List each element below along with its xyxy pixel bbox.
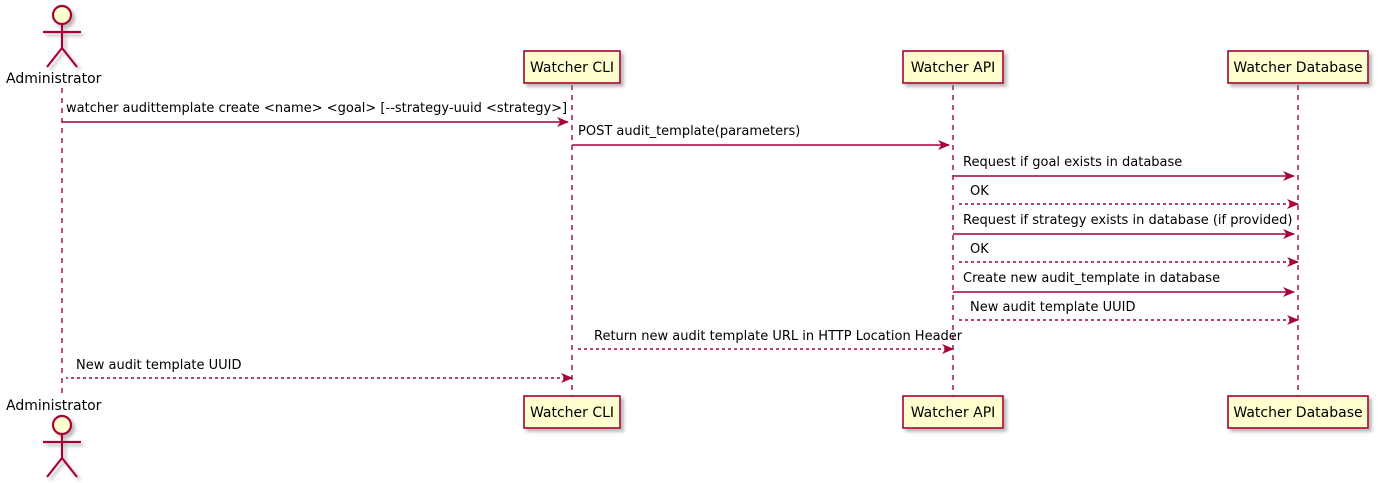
- message-label: Return new audit template URL in HTTP Lo…: [594, 329, 963, 344]
- message-5-request-strategy-exists[interactable]: Request if strategy exists in database (…: [953, 213, 1295, 239]
- actor-label-administrator-top: Administrator: [6, 71, 102, 87]
- participant-watcher-api-bottom[interactable]: Watcher API: [902, 395, 1004, 429]
- actor-right-leg-line: [61, 457, 78, 478]
- participant-box: [1227, 395, 1369, 429]
- message-label: New audit template UUID: [970, 300, 1135, 315]
- participant-label: Watcher Database: [1233, 405, 1362, 421]
- message-label: OK: [970, 184, 989, 199]
- message-label: OK: [970, 242, 989, 257]
- actor-right-leg-line: [61, 47, 78, 68]
- message-3-request-goal-exists[interactable]: Request if goal exists in database: [953, 155, 1295, 181]
- message-label: New audit template UUID: [76, 358, 241, 373]
- message-label: watcher audittemplate create <name> <goa…: [66, 101, 567, 116]
- actor-label-administrator-bottom: Administrator: [6, 398, 102, 414]
- actor-head-icon: [51, 4, 73, 26]
- message-2-post-audit-template[interactable]: POST audit_template(parameters): [572, 124, 950, 150]
- message-9-return-location-header[interactable]: Return new audit template URL in HTTP Lo…: [576, 329, 963, 354]
- message-6-ok-strategy[interactable]: OK: [957, 242, 1299, 267]
- participant-label: Watcher API: [911, 405, 996, 421]
- participant-box: [523, 50, 621, 84]
- actor-head-icon: [51, 414, 73, 436]
- participant-watcher-database-top[interactable]: Watcher Database: [1227, 50, 1369, 84]
- message-4-ok-goal[interactable]: OK: [957, 184, 1299, 209]
- participant-watcher-api-top[interactable]: Watcher API: [902, 50, 1004, 84]
- participant-box: [1227, 50, 1369, 84]
- participant-label: Watcher API: [911, 60, 996, 76]
- participant-label: Watcher CLI: [530, 405, 614, 421]
- participant-watcher-database-bottom[interactable]: Watcher Database: [1227, 395, 1369, 429]
- message-7-create-audit-template[interactable]: Create new audit_template in database: [953, 271, 1295, 297]
- actor-left-leg-line: [46, 47, 63, 68]
- participant-watcher-cli-bottom[interactable]: Watcher CLI: [523, 395, 621, 429]
- actor-administrator-bottom[interactable]: [43, 414, 81, 478]
- message-10-new-audit-template-uuid[interactable]: New audit template UUID: [66, 358, 573, 383]
- participant-box: [902, 395, 1004, 429]
- participant-label: Watcher CLI: [530, 60, 614, 76]
- message-label: POST audit_template(parameters): [578, 124, 800, 139]
- participant-box: [902, 50, 1004, 84]
- message-1-create-audittemplate[interactable]: watcher audittemplate create <name> <goa…: [62, 101, 569, 127]
- participant-watcher-cli-top[interactable]: Watcher CLI: [523, 50, 621, 84]
- message-label: Request if strategy exists in database (…: [963, 213, 1292, 228]
- message-label: Request if goal exists in database: [963, 155, 1182, 170]
- message-8-new-audit-template-uuid[interactable]: New audit template UUID: [957, 300, 1299, 325]
- actor-left-leg-line: [46, 457, 63, 478]
- actor-administrator-top[interactable]: [43, 4, 81, 68]
- participant-box: [523, 395, 621, 429]
- message-label: Create new audit_template in database: [963, 271, 1220, 286]
- participant-label: Watcher Database: [1233, 60, 1362, 76]
- lifelines: [61, 85, 1299, 396]
